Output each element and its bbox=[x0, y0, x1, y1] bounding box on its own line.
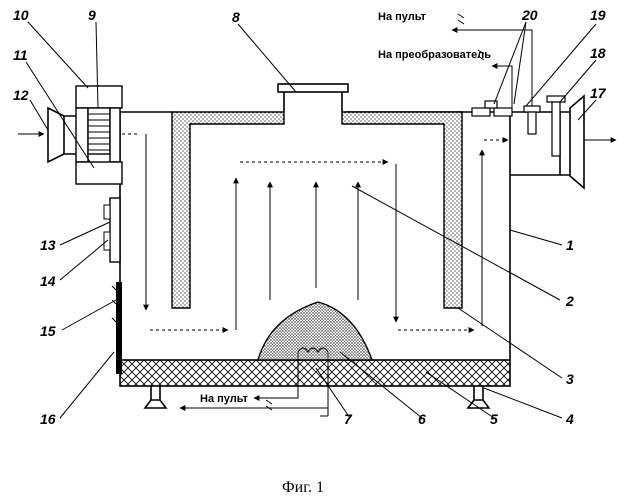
label-4: 4 bbox=[565, 411, 574, 427]
annotation-to-console-bottom: На пульт bbox=[200, 393, 249, 405]
bottom-insulation bbox=[120, 360, 510, 386]
feet bbox=[145, 386, 489, 408]
label-10: 10 bbox=[13, 7, 29, 23]
label-5: 5 bbox=[490, 411, 498, 427]
label-20: 20 bbox=[521, 7, 538, 23]
label-9: 9 bbox=[88, 7, 96, 23]
wall-controls bbox=[104, 198, 122, 374]
label-12: 12 bbox=[13, 87, 29, 103]
figure-caption: Фиг. 1 bbox=[282, 479, 324, 496]
label-1: 1 bbox=[566, 237, 574, 253]
label-3: 3 bbox=[566, 371, 574, 387]
label-13: 13 bbox=[40, 237, 56, 253]
label-7: 7 bbox=[344, 411, 353, 427]
top-neck bbox=[278, 84, 348, 112]
label-19: 19 bbox=[590, 7, 606, 23]
annotation-to-console-top: На пульт bbox=[378, 11, 427, 23]
outlet-assembly bbox=[472, 96, 616, 188]
label-15: 15 bbox=[40, 323, 56, 339]
inlet-assembly bbox=[18, 86, 122, 184]
heater-mound bbox=[258, 302, 372, 360]
inner-baffle bbox=[172, 112, 462, 308]
label-16: 16 bbox=[40, 411, 56, 427]
label-18: 18 bbox=[590, 45, 606, 61]
label-14: 14 bbox=[40, 273, 56, 289]
annotation-to-converter: На преобразователь bbox=[378, 49, 491, 61]
label-2: 2 bbox=[565, 293, 574, 309]
label-17: 17 bbox=[590, 85, 607, 101]
label-6: 6 bbox=[418, 411, 426, 427]
label-11: 11 bbox=[13, 47, 28, 63]
label-8: 8 bbox=[232, 9, 240, 25]
